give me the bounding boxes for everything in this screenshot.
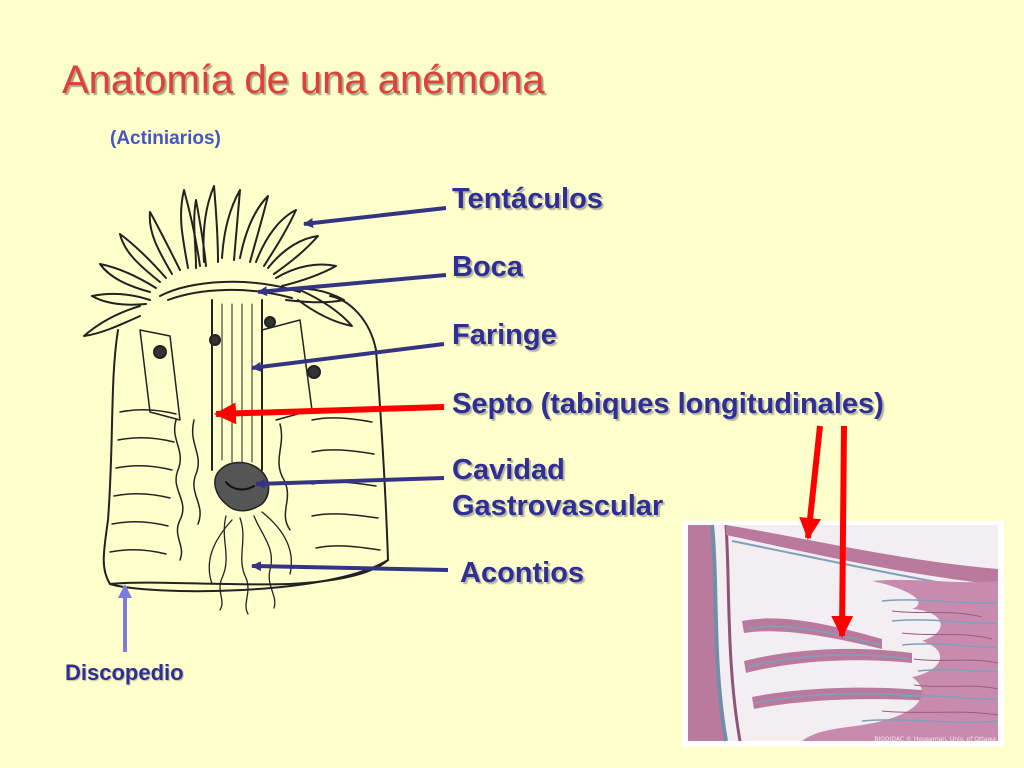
pointer-line-acontios	[251, 561, 449, 572]
pointer-line-tentaculos	[303, 206, 447, 228]
label-septo: Septo (tabiques longitudinales)	[452, 388, 884, 420]
label-faringe: Faringe	[452, 319, 557, 351]
oral-disc	[159, 280, 301, 297]
tentacle-crown	[83, 185, 353, 337]
pointer-line-faringe	[251, 342, 445, 372]
histology-micrograph	[688, 524, 999, 742]
label-cavidad-gastrovascular: Cavidad Gastrovascular	[452, 452, 663, 525]
label-acontios: Acontios	[460, 557, 585, 589]
label-discopedio: Discopedio	[65, 660, 184, 685]
slide-title: Anatomía de una anémona	[62, 58, 545, 102]
micrograph-credit: BIODIDAC © Houseman, Univ. of Ottawa	[874, 736, 996, 743]
pointer-arrow-septo	[214, 402, 445, 425]
label-cavidad-line1: Cavidad	[452, 454, 565, 486]
label-cavidad-line2: Gastrovascular	[452, 490, 664, 523]
slide-subtitle: (Actiniarios)	[110, 128, 221, 149]
pointer-line-cavidad	[255, 476, 445, 489]
body-column	[102, 295, 389, 586]
micrograph-panel: BIODIDAC © Houseman, Univ. of Ottawa	[682, 521, 1004, 747]
label-tentaculos: Tentáculos	[452, 183, 603, 215]
pointer-line-boca	[257, 273, 447, 297]
label-boca: Boca	[452, 251, 523, 283]
